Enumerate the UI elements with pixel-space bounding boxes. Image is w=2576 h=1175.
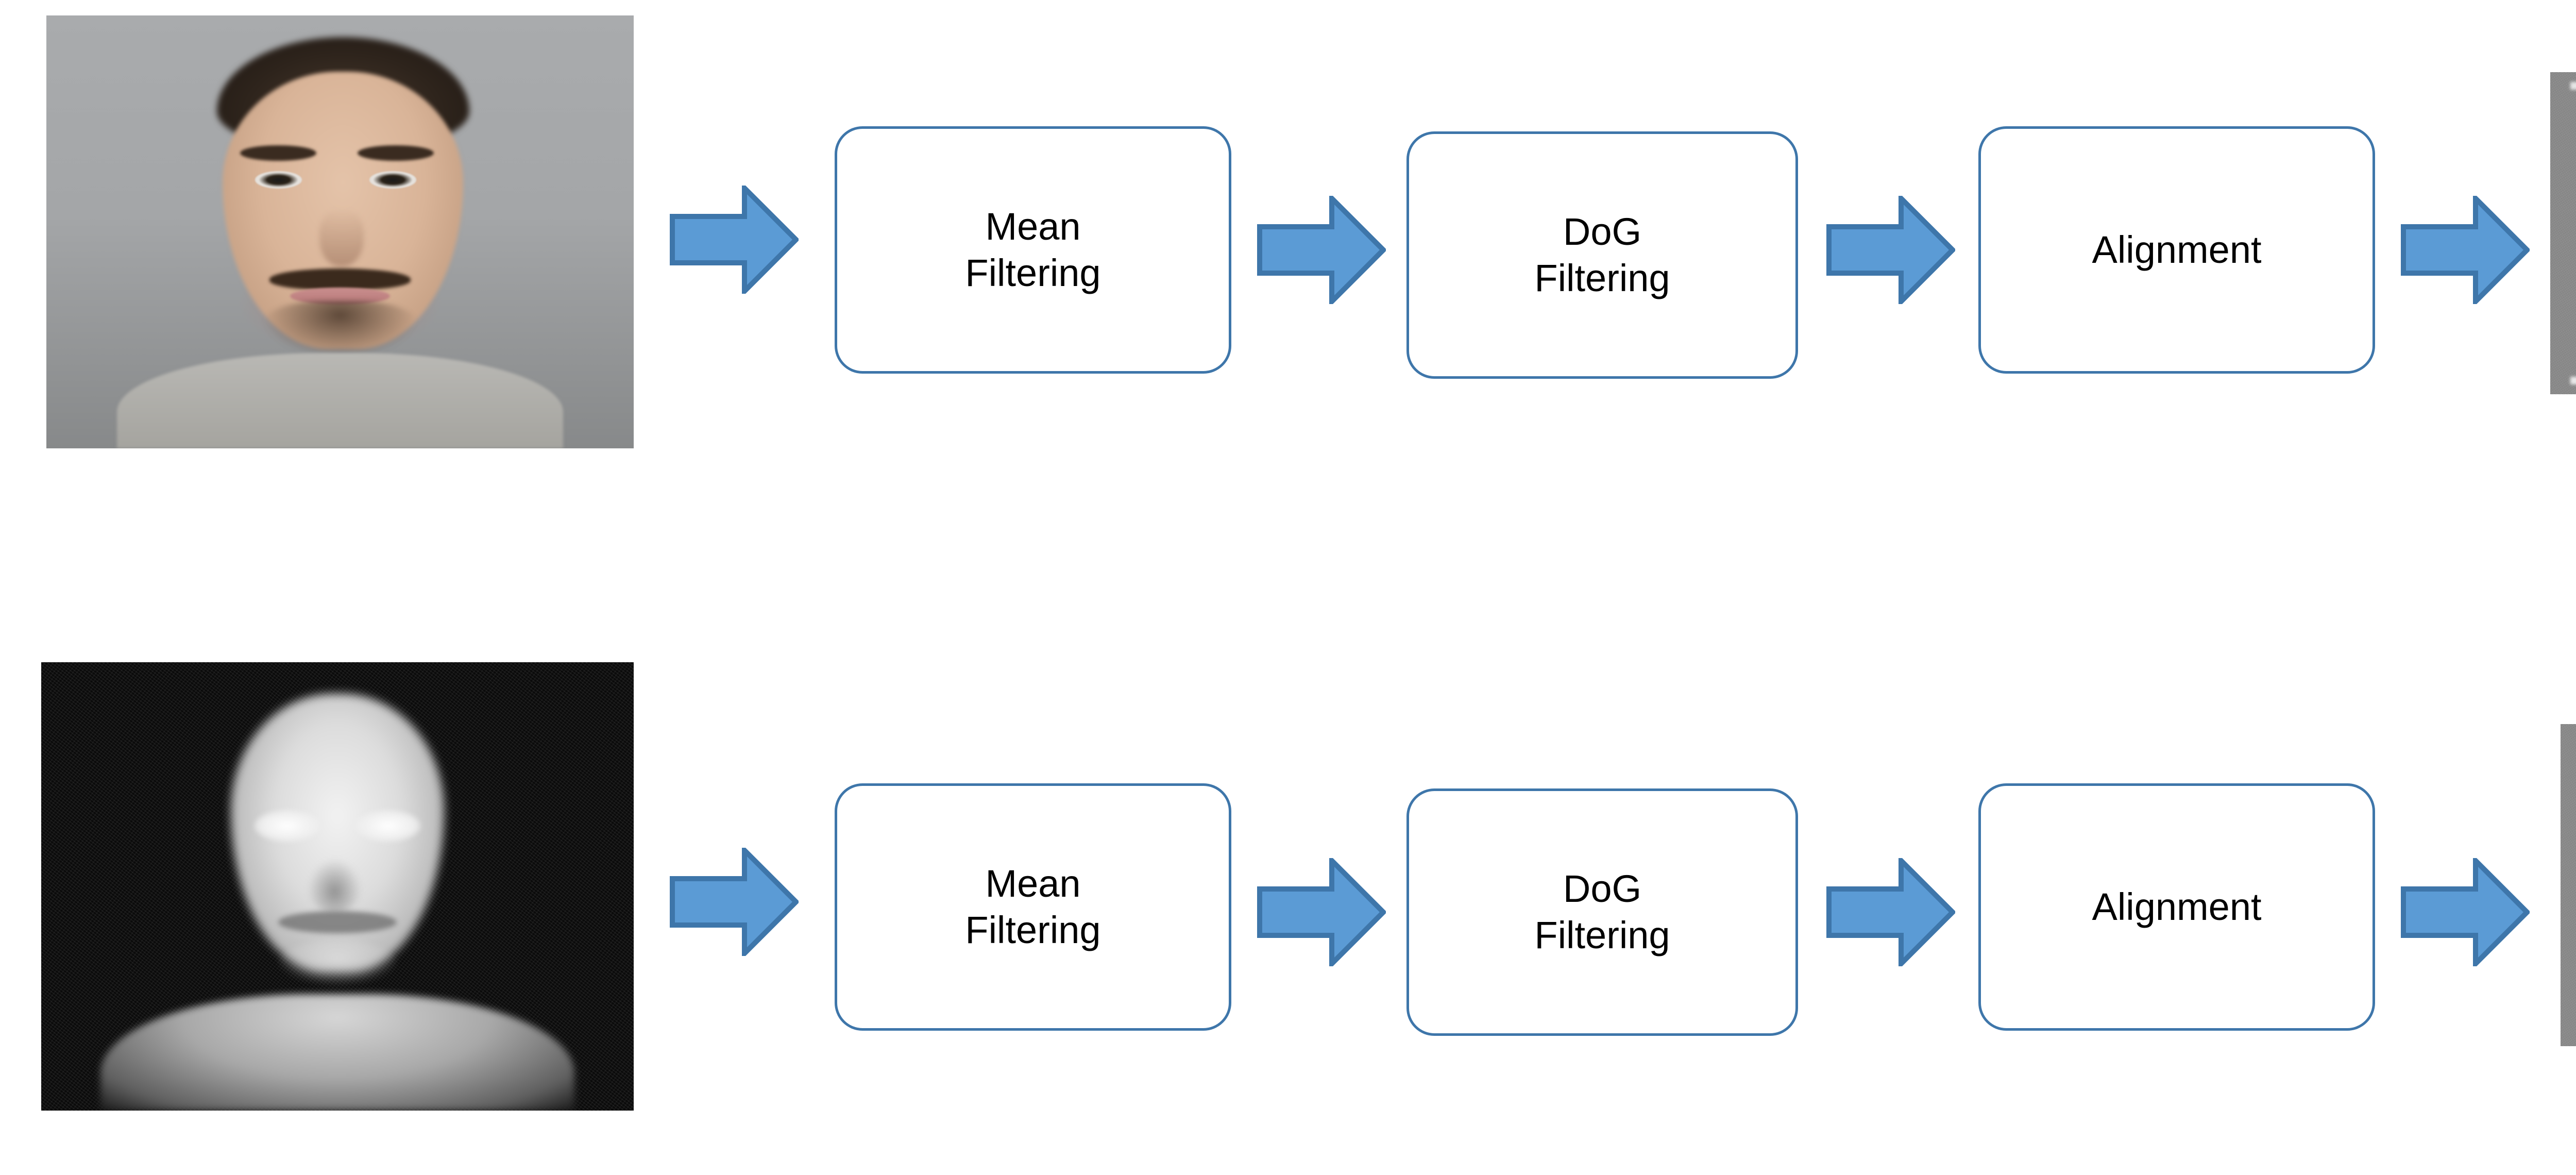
arrow-right-icon-th-1	[670, 848, 799, 956]
arrow-right-icon-vis-4	[2401, 196, 2530, 304]
dog-result-thermal-image	[2561, 724, 2576, 1046]
arrow-right-icon-th-4	[2401, 858, 2530, 966]
arrow-right-icon-th-3	[1826, 858, 1955, 966]
dog-result-visible-image	[2550, 72, 2576, 394]
step-box-mean-filtering-visible[interactable]: Mean Filtering	[835, 126, 1231, 374]
step-box-alignment-visible[interactable]: Alignment	[1978, 126, 2375, 374]
arrow-right-icon-th-2	[1257, 858, 1386, 966]
arrow-right-icon-vis-1	[670, 186, 799, 294]
visible-light-face-photo	[46, 15, 634, 448]
thermal-face-photo	[41, 662, 634, 1111]
step-box-mean-filtering-thermal[interactable]: Mean Filtering	[835, 783, 1231, 1031]
arrow-right-icon-vis-2	[1257, 196, 1386, 304]
arrow-right-icon-vis-3	[1826, 196, 1955, 304]
step-box-alignment-thermal[interactable]: Alignment	[1978, 783, 2375, 1031]
step-box-dog-filtering-visible[interactable]: DoG Filtering	[1406, 131, 1798, 379]
step-box-dog-filtering-thermal[interactable]: DoG Filtering	[1406, 788, 1798, 1036]
